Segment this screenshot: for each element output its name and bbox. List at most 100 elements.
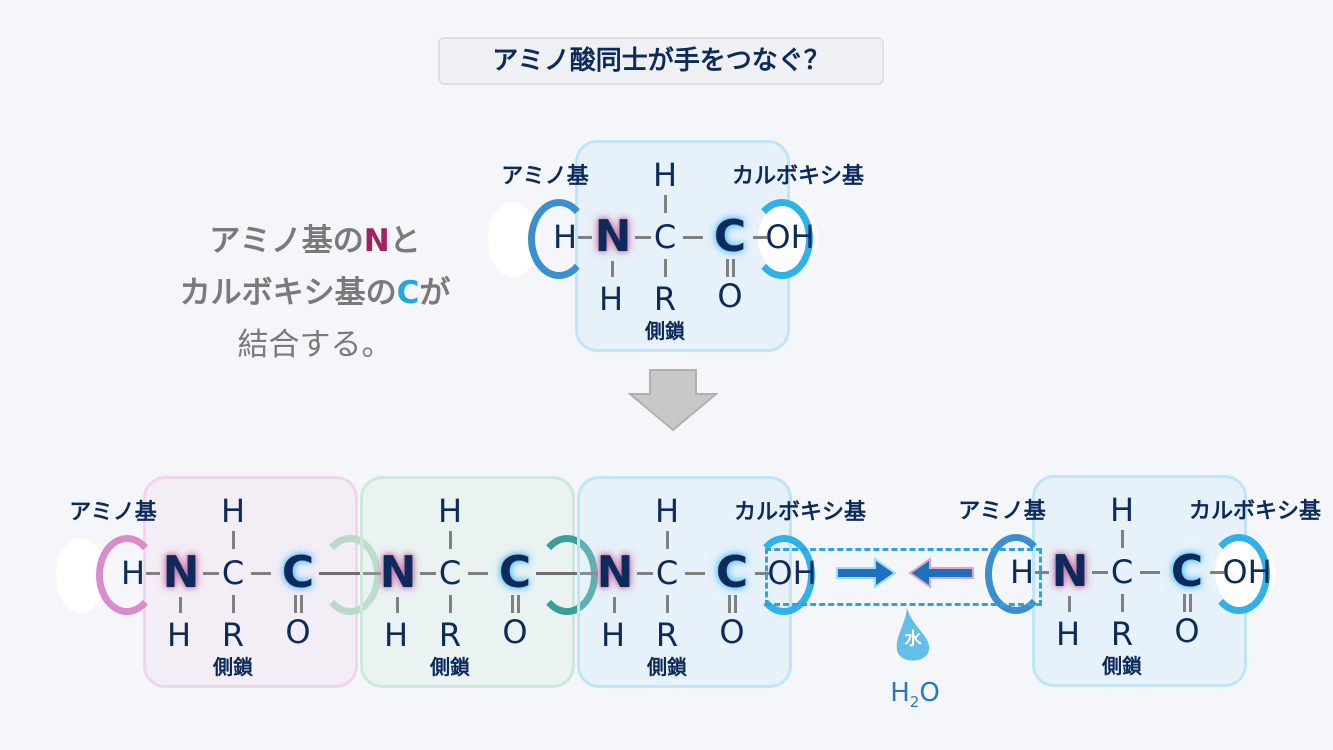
- carboxy-group-label: カルボキシ基: [731, 164, 865, 189]
- amino-group-hook: [985, 534, 1047, 614]
- bond: [146, 572, 160, 575]
- atom-h-bottom: H: [166, 616, 192, 654]
- atom-h-top: H: [1109, 491, 1135, 529]
- atom-n: N: [594, 211, 632, 262]
- carboxy-group-hook: [319, 535, 381, 615]
- desc-text: が: [419, 275, 451, 311]
- bond: [517, 595, 520, 613]
- bond: [728, 595, 731, 613]
- bond: [449, 595, 452, 613]
- bond: [578, 236, 592, 239]
- down-arrow-icon: [628, 369, 718, 432]
- bond: [1183, 594, 1186, 612]
- bond: [613, 597, 616, 613]
- atom-c-carbonyl: C: [498, 547, 532, 598]
- h: H: [890, 677, 910, 708]
- description: アミノ基のNと カルボキシ基のCが 結合する。: [150, 215, 480, 371]
- carboxy-group-hook: [536, 535, 598, 615]
- bond: [666, 531, 669, 549]
- atom-o: O: [717, 277, 743, 315]
- atom-r: R: [655, 616, 679, 654]
- side-chain-label: 側鎖: [647, 655, 687, 679]
- water-drop-icon: [896, 608, 930, 661]
- bond: [1068, 596, 1071, 612]
- amino-group-hook: [528, 199, 590, 279]
- atom-o: O: [1174, 612, 1200, 650]
- atom-h-top: H: [654, 492, 680, 530]
- bond: [511, 595, 514, 613]
- bond: [1121, 594, 1124, 612]
- atom-h-bottom: H: [1055, 615, 1081, 653]
- desc-text: と: [389, 223, 421, 259]
- bond: [734, 595, 737, 613]
- atom-n: N: [1051, 546, 1089, 597]
- amino-group-label: アミノ基: [69, 500, 157, 525]
- side-chain-label: 側鎖: [1102, 654, 1142, 678]
- bond: [1035, 571, 1049, 574]
- bond: [232, 531, 235, 549]
- atom-oh: OH: [1222, 553, 1272, 591]
- desc-text: カルボキシ基の: [179, 275, 397, 311]
- bond: [203, 572, 219, 575]
- bond: [1210, 571, 1224, 574]
- bond: [664, 195, 667, 213]
- bond: [179, 597, 182, 613]
- atom-c-carbonyl: C: [715, 547, 749, 598]
- atom-n: N: [162, 547, 200, 598]
- bond: [1092, 571, 1108, 574]
- bond: [420, 572, 436, 575]
- bond: [685, 572, 705, 575]
- bond: [755, 572, 769, 575]
- bond: [664, 259, 667, 277]
- carboxy-group-hook: [1208, 534, 1270, 614]
- atom-n: N: [596, 547, 634, 598]
- carboxy-group-hook: [753, 535, 815, 615]
- atom-oh: OH: [765, 218, 815, 256]
- bond: [1189, 594, 1192, 612]
- bond: [635, 236, 651, 239]
- atom-c-carbonyl: C: [1170, 546, 1204, 597]
- atom-h-bottom: H: [598, 280, 624, 318]
- carboxy-group-label: カルボキシ基: [1188, 499, 1322, 524]
- atom-c: C: [655, 554, 679, 592]
- bond: [611, 261, 614, 277]
- side-chain-label: 側鎖: [213, 655, 253, 679]
- o: O: [919, 677, 940, 708]
- bond: [753, 236, 767, 239]
- bond: [449, 531, 452, 549]
- atom-o: O: [285, 613, 311, 651]
- desc-n: N: [363, 223, 390, 259]
- atom-h: H: [120, 554, 146, 592]
- bond: [300, 595, 303, 613]
- desc-c: C: [396, 275, 420, 311]
- bond: [683, 236, 703, 239]
- bond: [232, 595, 235, 613]
- atom-r: R: [221, 616, 245, 654]
- atom-r: R: [1110, 615, 1134, 653]
- atom-c-carbonyl: C: [281, 547, 315, 598]
- atom-h-top: H: [220, 492, 246, 530]
- water-label: 水: [904, 629, 922, 650]
- atom-c-carbonyl: C: [713, 211, 747, 262]
- atom-c: C: [221, 554, 245, 592]
- amino-group-label: アミノ基: [958, 499, 1046, 524]
- peptide-bond: [319, 572, 381, 575]
- bond: [251, 572, 271, 575]
- atom-h-top: H: [437, 492, 463, 530]
- side-chain-label: 側鎖: [430, 655, 470, 679]
- atom-h: H: [552, 218, 578, 256]
- atom-o: O: [719, 613, 745, 651]
- desc-text: アミノ基の: [209, 223, 364, 259]
- atom-n: N: [379, 547, 417, 598]
- condensation-arrows-icon: [836, 557, 974, 589]
- sub-2: 2: [909, 693, 920, 712]
- amino-group-label: アミノ基: [501, 164, 589, 189]
- atom-c: C: [1110, 553, 1134, 591]
- bond: [637, 572, 653, 575]
- bond: [732, 259, 735, 277]
- bond: [1140, 571, 1160, 574]
- atom-r: R: [438, 616, 462, 654]
- desc-text: 結合する。: [237, 327, 393, 363]
- carboxy-group-label: カルボキシ基: [733, 500, 867, 525]
- page-title: アミノ酸同士が手をつなぐ？: [438, 37, 884, 85]
